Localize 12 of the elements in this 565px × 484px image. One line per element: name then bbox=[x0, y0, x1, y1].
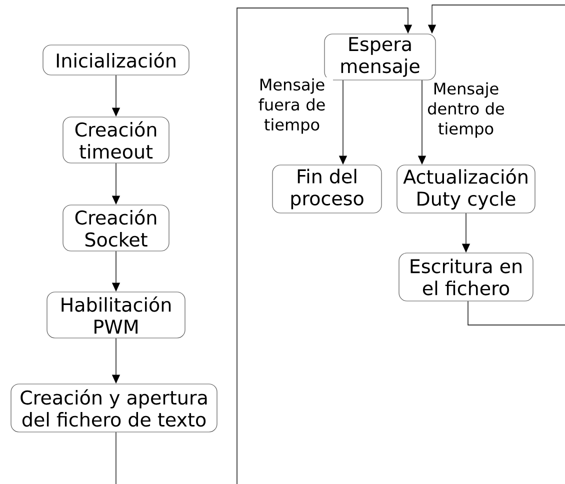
process-box: Creación timeout bbox=[62, 116, 170, 164]
process-box: Fin del proceso bbox=[272, 164, 382, 214]
process-box: Espera mensaje bbox=[324, 34, 436, 80]
process-box: Actualización Duty cycle bbox=[396, 164, 536, 214]
process-box: Habilitación PWM bbox=[46, 292, 186, 338]
process-box: Creación Socket bbox=[62, 204, 170, 252]
process-box: Inicialización bbox=[42, 44, 190, 76]
arrow bbox=[236, 8, 412, 484]
process-box: Creación y apertura del fichero de texto bbox=[10, 384, 218, 432]
edge-label: Mensaje fuera de tiempo bbox=[251, 77, 333, 135]
process-box: Escritura en el fichero bbox=[398, 252, 534, 302]
edge-label: Mensaje dentro de tiempo bbox=[425, 81, 507, 139]
